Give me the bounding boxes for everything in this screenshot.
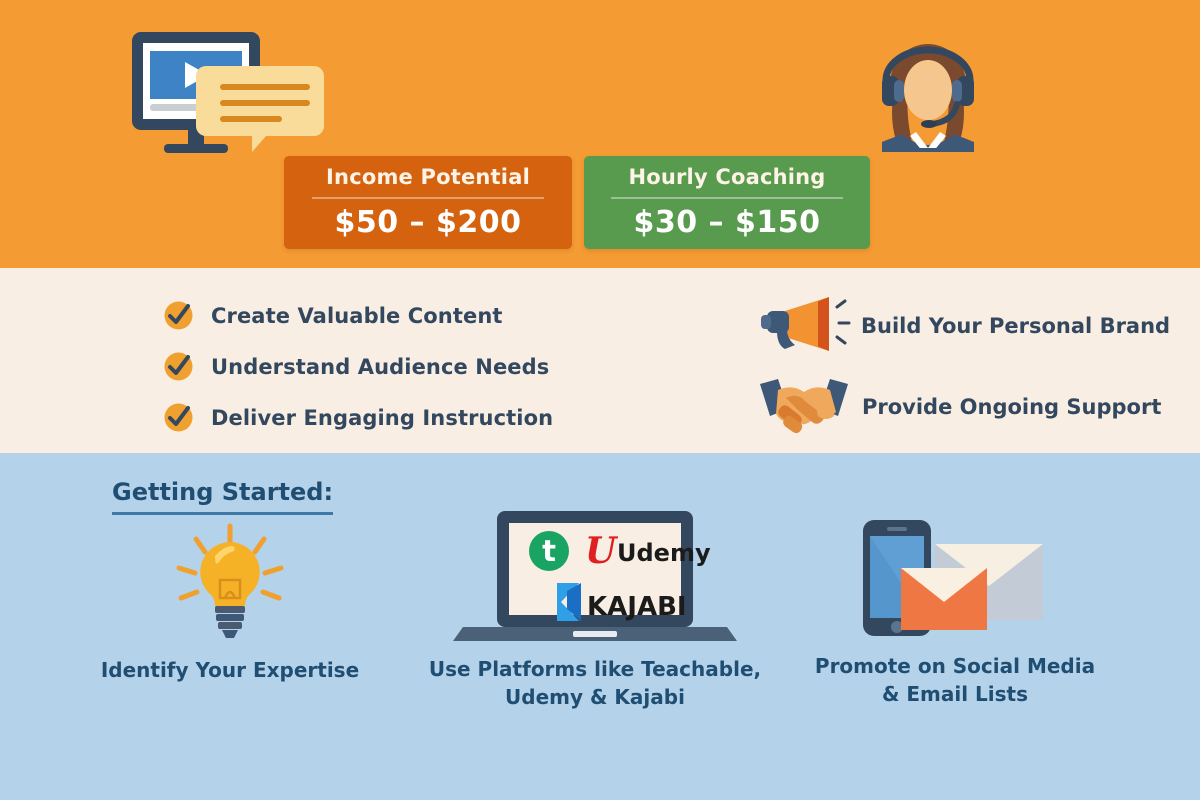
feature-row-label: Build Your Personal Brand <box>861 314 1171 338</box>
lightbulb-icon <box>85 520 375 642</box>
checklist-item-label: Understand Audience Needs <box>211 354 550 379</box>
checklist-item-label: Create Valuable Content <box>211 303 503 328</box>
stat-card-value: $50 – $200 <box>334 205 522 240</box>
svg-text:U: U <box>585 530 619 572</box>
check-circle-icon <box>163 402 194 433</box>
checklist-item: Understand Audience Needs <box>163 351 549 382</box>
stat-card-income-potential: Income Potential $50 – $200 <box>284 156 572 249</box>
stat-card-title: Hourly Coaching <box>628 165 826 189</box>
checklist-item-label: Deliver Engaging Instruction <box>211 405 554 430</box>
svg-text:KAJABI: KAJABI <box>587 592 687 622</box>
checklist-item: Create Valuable Content <box>163 300 503 331</box>
megaphone-icon <box>755 293 855 359</box>
step-caption: Identify Your Expertise <box>100 658 360 682</box>
handshake-icon <box>752 374 856 440</box>
stat-card-value: $30 – $150 <box>633 205 821 240</box>
step-caption-line-1: Promote on Social Media <box>814 654 1096 678</box>
support-agent-headset-icon <box>858 22 998 158</box>
step-caption: Use Platforms like Teachable, Udemy & Ka… <box>428 657 762 710</box>
step-use-platforms: t U Udemy KAJABI Use Platforms like Teac… <box>395 505 795 712</box>
step-caption: Promote on Social Media & Email Lists <box>790 652 1120 709</box>
video-monitor-icon <box>128 30 328 155</box>
phone-envelope-icon <box>790 510 1120 640</box>
svg-text:t: t <box>542 534 556 568</box>
feature-row-ongoing-support: Provide Ongoing Support <box>752 374 1161 440</box>
stat-card-divider <box>611 197 843 199</box>
feature-row-personal-brand: Build Your Personal Brand <box>755 293 1170 359</box>
check-circle-icon <box>163 300 194 331</box>
checklist-item: Deliver Engaging Instruction <box>163 402 553 433</box>
skills-band <box>0 268 1200 453</box>
getting-started-heading: Getting Started: <box>112 478 334 515</box>
step-caption-line-2: & Email Lists <box>881 682 1029 707</box>
stat-card-hourly-coaching: Hourly Coaching $30 – $150 <box>584 156 870 249</box>
stat-card-title: Income Potential <box>326 165 530 189</box>
laptop-platforms-icon: t U Udemy KAJABI <box>395 505 795 645</box>
svg-text:Udemy: Udemy <box>617 539 711 567</box>
check-circle-icon <box>163 351 194 382</box>
step-promote-social-email: Promote on Social Media & Email Lists <box>790 510 1120 709</box>
step-identify-expertise: Identify Your Expertise <box>85 520 375 684</box>
feature-row-label: Provide Ongoing Support <box>862 395 1162 419</box>
stat-card-divider <box>312 197 544 199</box>
